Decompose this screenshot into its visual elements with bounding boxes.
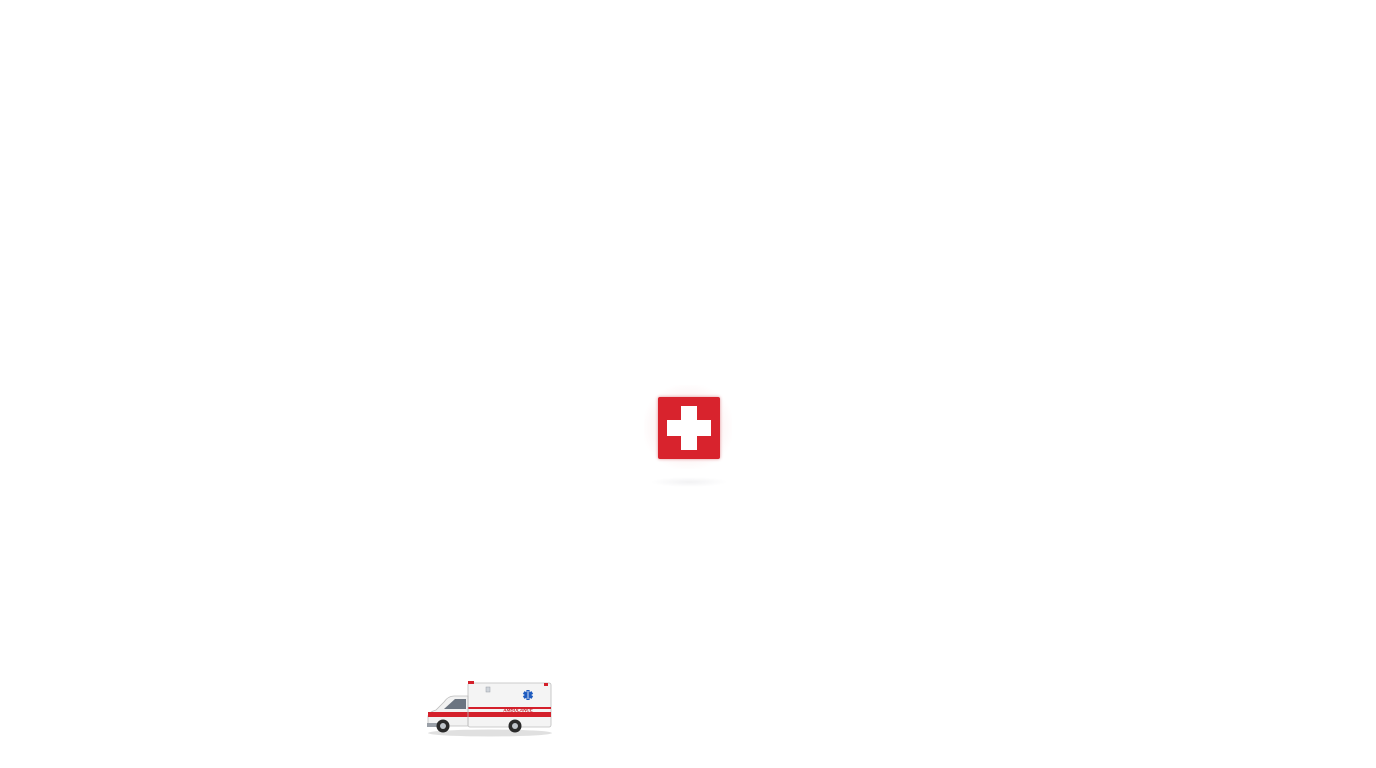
ambulance-icon: AMBULANCE (424, 678, 558, 738)
box-window (485, 686, 491, 693)
front-bumper (427, 723, 439, 727)
ambulance-stripe (428, 712, 551, 717)
ambulance-side-text: AMBULANCE (502, 708, 534, 713)
ambulance-shadow (428, 729, 552, 737)
roof-light (544, 683, 548, 686)
cross-reflection (650, 477, 728, 487)
ambulance-svg: AMBULANCE (427, 681, 552, 737)
medical-cross-icon (658, 397, 720, 459)
star-of-life-icon (522, 690, 534, 700)
ambulance-window (444, 699, 466, 709)
ambulance-upper-stripe (468, 707, 551, 709)
front-roof-light (468, 681, 474, 684)
cross-svg (667, 406, 711, 450)
cross-vertical-bar (681, 406, 697, 450)
ambulance-box (467, 682, 552, 728)
medical-cross (640, 385, 740, 495)
